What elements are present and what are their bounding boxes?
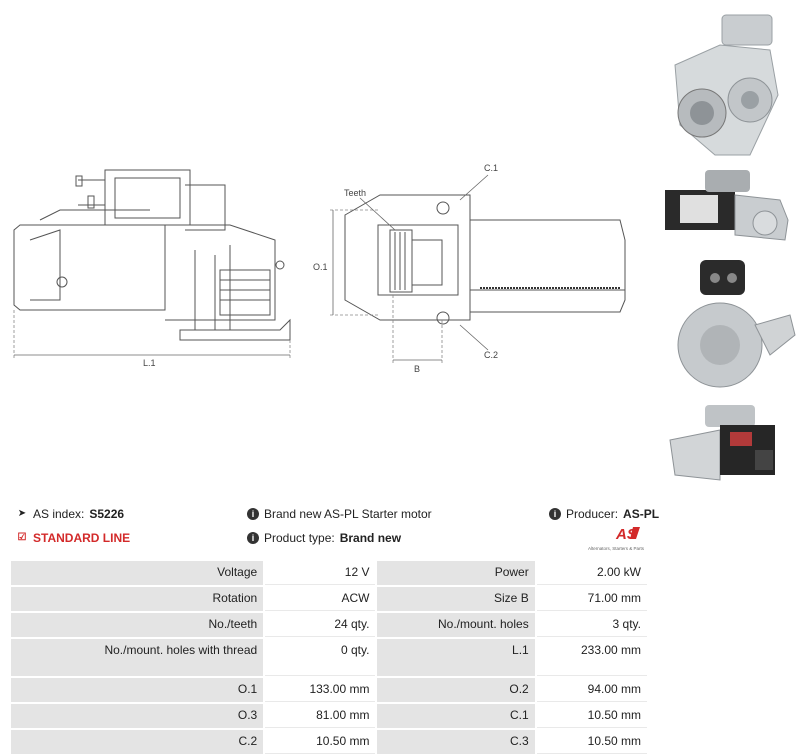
as-index-value: S5226 — [89, 507, 125, 521]
standard-line-label: STANDARD LINE — [33, 531, 131, 545]
c2-label: C.2 — [484, 350, 498, 360]
starter-photo-side[interactable] — [660, 165, 800, 250]
l1-dimension-label: L.1 — [143, 358, 156, 368]
product-info-bar: ➤ AS index: S5226 ☑ STANDARD LINE i Bran… — [0, 500, 800, 560]
spec-label: No./teeth — [11, 613, 264, 637]
spec-value: 12 V — [265, 561, 376, 585]
spec-value: 71.00 mm — [536, 587, 647, 611]
spec-label: No./mount. holes — [377, 613, 535, 637]
product-type-label: Product type: — [264, 531, 335, 545]
spec-value: 0 qty. — [265, 639, 376, 676]
spec-value: 2.00 kW — [536, 561, 647, 585]
spec-label: No./mount. holes with thread — [11, 639, 264, 676]
spec-value: 133.00 mm — [265, 678, 376, 702]
as-index-label: AS index: — [33, 507, 85, 521]
o1-dimension-label: O.1 — [313, 262, 328, 272]
starter-photo-angle[interactable] — [660, 400, 800, 490]
info-icon: i — [247, 508, 259, 520]
spec-label: C.1 — [377, 704, 535, 728]
spec-label: L.1 — [377, 639, 535, 676]
as-index: ➤ AS index: S5226 — [16, 507, 124, 521]
spec-label: Power — [377, 561, 535, 585]
spec-value: 233.00 mm — [536, 639, 647, 676]
svg-text:Alternators, Starters & Parts: Alternators, Starters & Parts — [588, 546, 645, 551]
as-pl-logo: AS Alternators, Starters & Parts — [588, 526, 645, 551]
spec-value: ACW — [265, 587, 376, 611]
spec-value: 94.00 mm — [536, 678, 647, 702]
standard-line: ☑ STANDARD LINE — [16, 531, 131, 545]
teeth-label: Teeth — [344, 188, 366, 198]
starter-photo-front[interactable] — [660, 5, 800, 165]
spec-label: C.3 — [377, 730, 535, 754]
info-icon: i — [549, 508, 561, 520]
spec-value: 24 qty. — [265, 613, 376, 637]
producer: i Producer: AS-PL — [549, 507, 659, 521]
product-photos — [660, 0, 800, 500]
b-dimension-label: B — [414, 364, 420, 374]
producer-label: Producer: — [566, 507, 619, 521]
spec-value: 10.50 mm — [536, 704, 647, 728]
product-description: i Brand new AS-PL Starter motor — [247, 507, 432, 521]
spec-label: O.1 — [11, 678, 264, 702]
spec-value: 3 qty. — [536, 613, 647, 637]
info-icon: i — [247, 532, 259, 544]
technical-drawing: L.1 O.1 B Teeth C.1 C.2 — [0, 0, 660, 400]
spec-label: C.2 — [11, 730, 264, 754]
spec-label: Voltage — [11, 561, 264, 585]
tag-icon: ➤ — [17, 508, 27, 519]
starter-side-view-drawing: L.1 O.1 B Teeth C.1 C.2 — [13, 163, 626, 374]
spec-label: Size B — [377, 587, 535, 611]
product-type: i Product type: Brand new — [247, 531, 401, 545]
spec-label: O.2 — [377, 678, 535, 702]
checkbox-icon: ☑ — [17, 532, 27, 543]
c1-label: C.1 — [484, 163, 498, 173]
spec-value: 10.50 mm — [536, 730, 647, 754]
description-text: Brand new AS-PL Starter motor — [264, 507, 432, 521]
spec-value: 81.00 mm — [265, 704, 376, 728]
product-type-value: Brand new — [339, 531, 402, 545]
spec-label: O.3 — [11, 704, 264, 728]
spec-label: Rotation — [11, 587, 264, 611]
starter-photo-rear[interactable] — [660, 255, 800, 390]
spec-value: 10.50 mm — [265, 730, 376, 754]
producer-value: AS-PL — [623, 507, 660, 521]
